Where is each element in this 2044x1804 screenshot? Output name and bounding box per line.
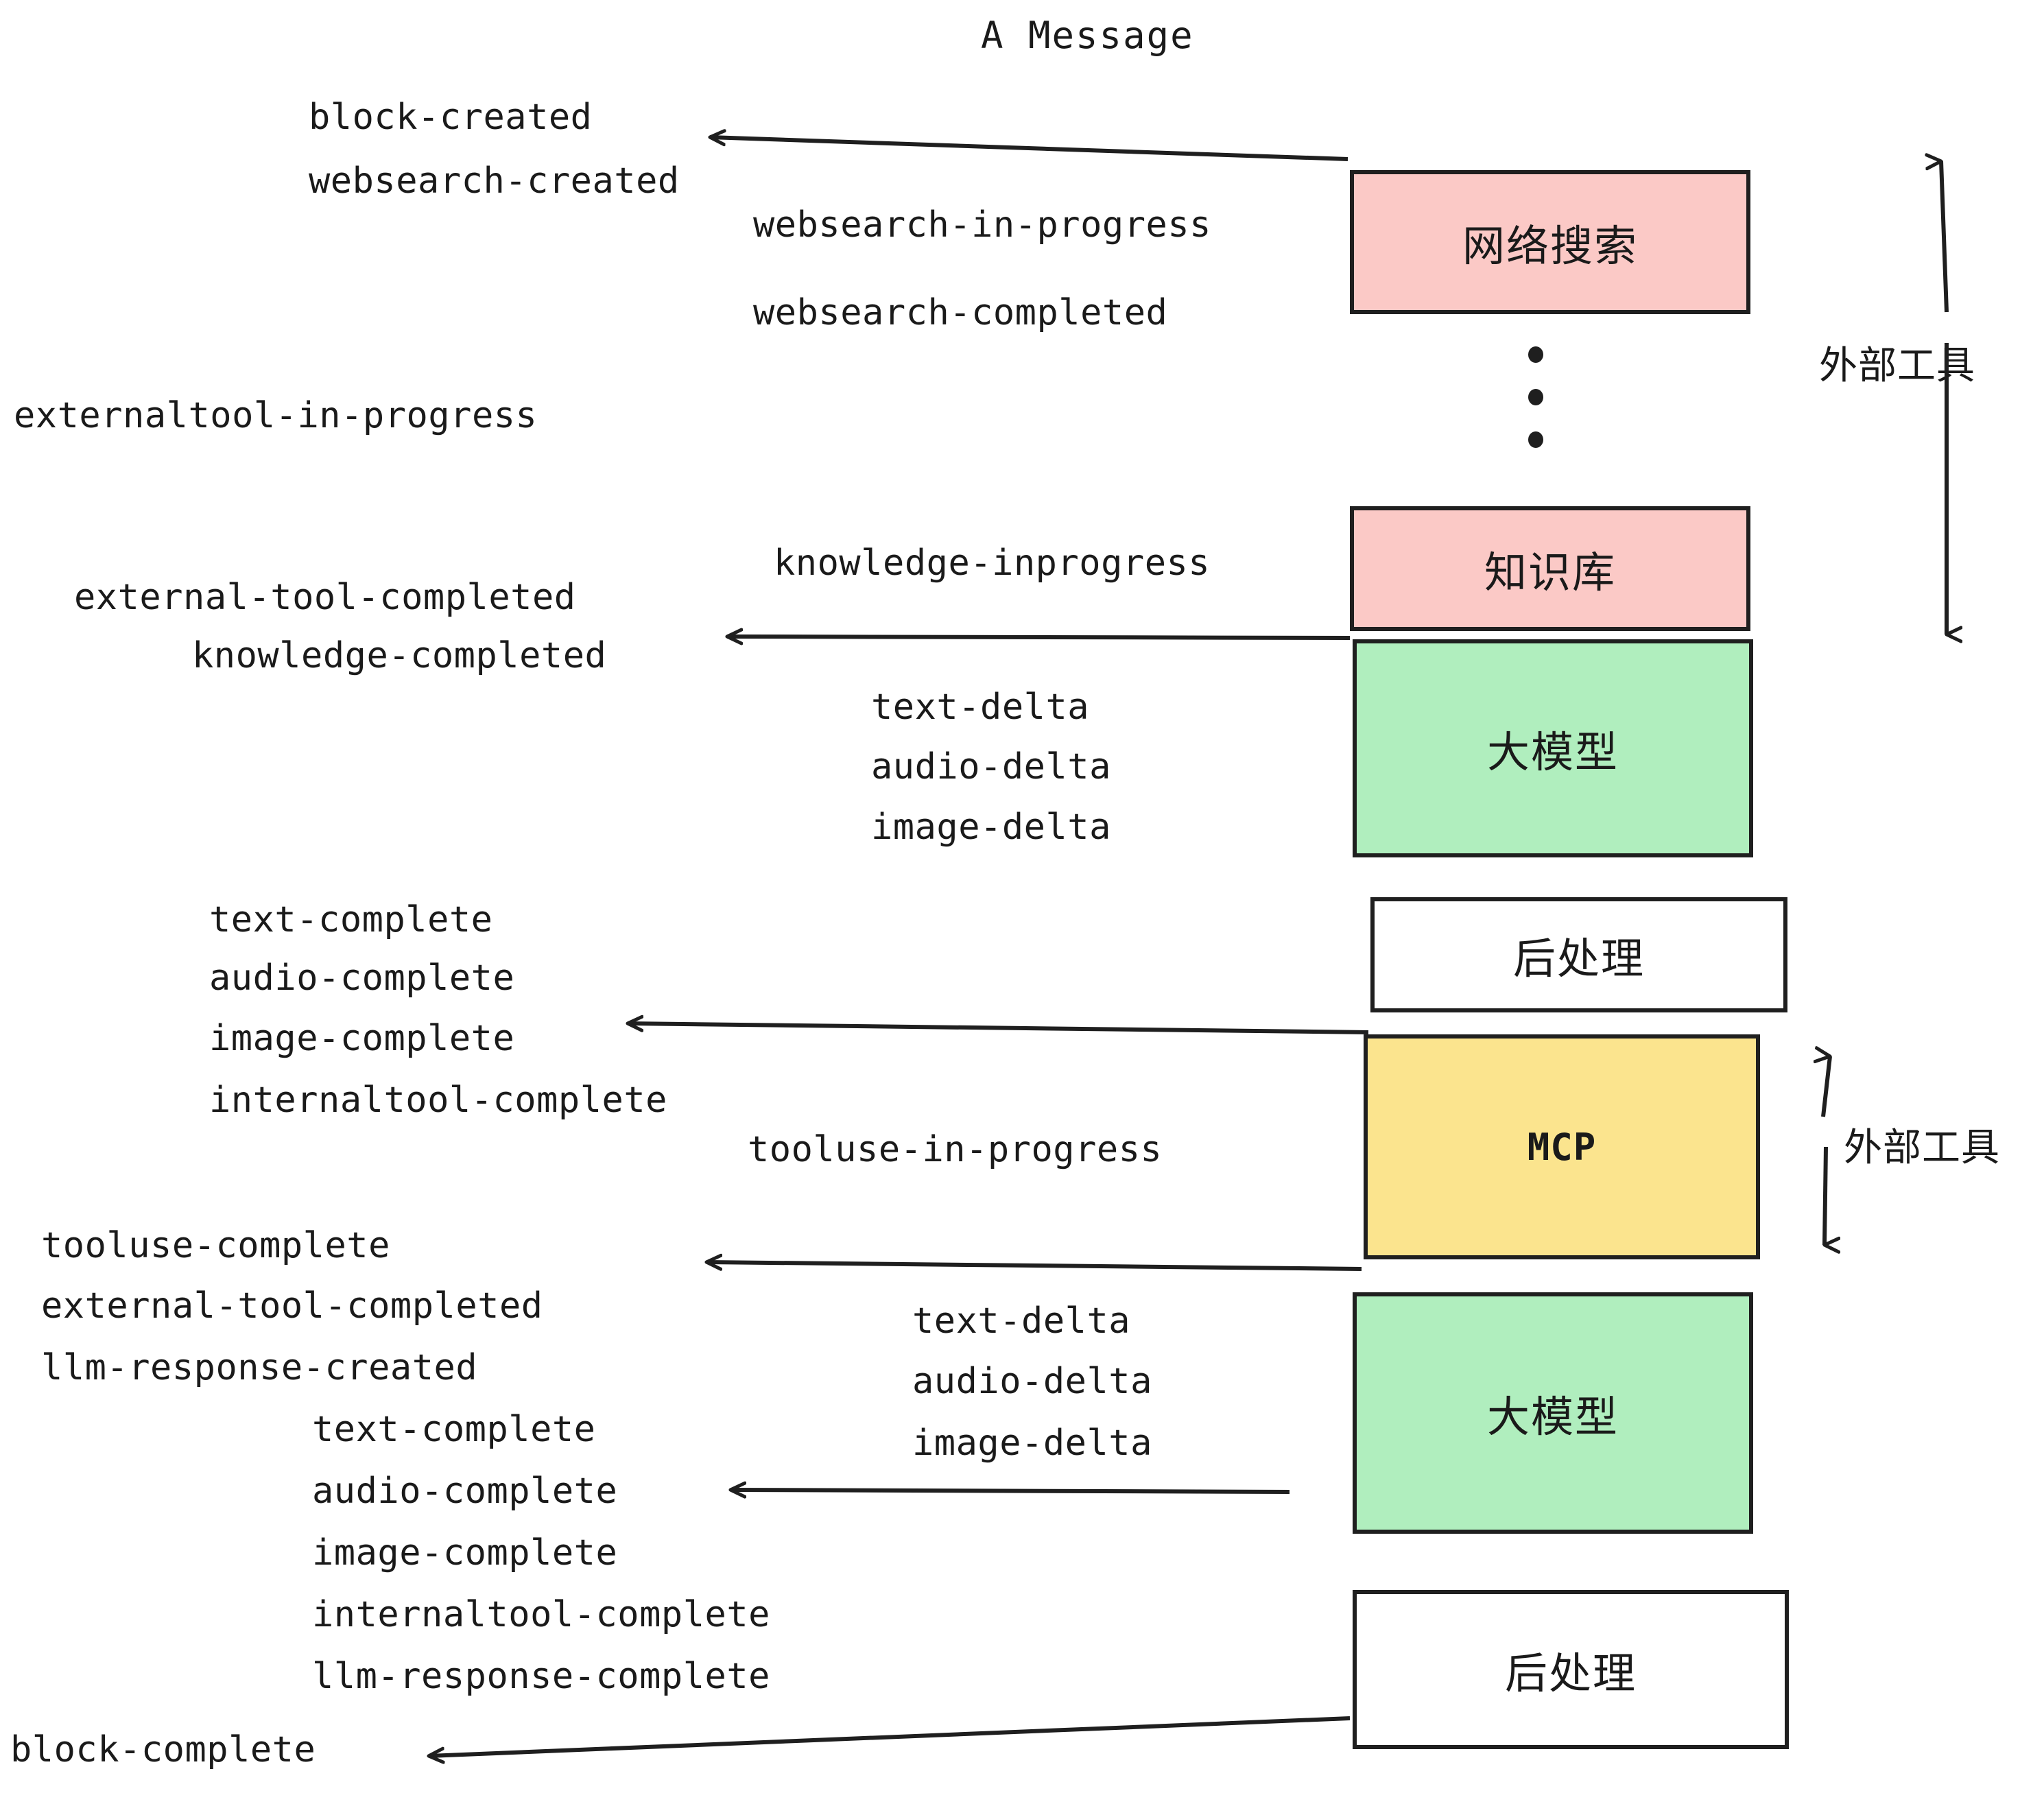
event-label-knowledge-completed: knowledge-completed bbox=[192, 635, 607, 676]
event-label-internaltool-complete-2: internaltool-complete bbox=[312, 1594, 770, 1635]
event-label-llm-response-complete: llm-response-complete bbox=[312, 1656, 770, 1697]
event-label-block-created: block-created bbox=[309, 97, 593, 138]
event-label-websearch-in-progress: websearch-in-progress bbox=[753, 204, 1211, 246]
event-label-knowledge-inprogress: knowledge-inprogress bbox=[774, 543, 1211, 584]
arrow-postprocess-to-block-complete bbox=[429, 1716, 1351, 1756]
event-label-external-tool-completed-1: external-tool-completed bbox=[74, 577, 576, 618]
box-label-websearch: 网络搜索 bbox=[1462, 221, 1638, 271]
event-label-audio-complete-1: audio-complete bbox=[209, 958, 515, 999]
vertical-ellipsis-dots bbox=[1528, 346, 1543, 474]
event-label-text-delta-2: text-delta bbox=[912, 1301, 1131, 1342]
box-llm-2: 大模型 bbox=[1353, 1292, 1753, 1534]
ellipsis-dot bbox=[1528, 389, 1543, 405]
arrow-websearch-to-block-created bbox=[710, 137, 1348, 161]
arrow-external-tool-up-bottom bbox=[1823, 1056, 1832, 1117]
box-knowledge: 知识库 bbox=[1350, 506, 1750, 631]
event-label-image-delta-1: image-delta bbox=[871, 807, 1111, 848]
event-label-externaltool-in-progress: externaltool-in-progress bbox=[14, 395, 538, 436]
event-label-llm-response-created: llm-response-created bbox=[41, 1347, 478, 1388]
box-llm-1: 大模型 bbox=[1353, 639, 1753, 857]
ellipsis-dot bbox=[1528, 431, 1543, 448]
side-label-external-tool-bottom: 外部工具 bbox=[1844, 1126, 2000, 1170]
event-label-audio-delta-2: audio-delta bbox=[912, 1361, 1152, 1402]
event-label-external-tool-completed-2: external-tool-completed bbox=[41, 1285, 543, 1327]
event-label-image-complete-1: image-complete bbox=[209, 1018, 515, 1059]
box-label-mcp: MCP bbox=[1527, 1125, 1597, 1169]
arrow-knowledge-to-completed bbox=[727, 637, 1351, 638]
box-websearch: 网络搜索 bbox=[1350, 170, 1750, 314]
event-label-text-delta-1: text-delta bbox=[871, 687, 1090, 728]
event-label-tooluse-in-progress: tooluse-in-progress bbox=[748, 1129, 1163, 1170]
side-label-external-tool-top: 外部工具 bbox=[1819, 344, 1975, 388]
event-label-image-complete-2: image-complete bbox=[312, 1532, 618, 1574]
page-title: A Message bbox=[981, 14, 1194, 57]
arrow-postprocess-to-image-complete bbox=[628, 1023, 1369, 1034]
event-label-text-complete-1: text-complete bbox=[209, 899, 493, 940]
ellipsis-dot bbox=[1528, 346, 1543, 363]
arrow-external-tool-down-bottom bbox=[1822, 1146, 1826, 1245]
box-label-postprocess-1: 后处理 bbox=[1512, 934, 1645, 984]
event-label-websearch-created: websearch-created bbox=[309, 161, 680, 202]
box-postprocess-2: 后处理 bbox=[1353, 1590, 1789, 1749]
box-label-llm-1: 大模型 bbox=[1486, 727, 1619, 777]
box-mcp: MCP bbox=[1364, 1034, 1760, 1259]
box-label-knowledge: 知识库 bbox=[1484, 547, 1616, 597]
event-label-websearch-completed: websearch-completed bbox=[753, 292, 1168, 333]
event-label-internaltool-complete-1: internaltool-complete bbox=[209, 1080, 667, 1121]
event-label-text-complete-2: text-complete bbox=[312, 1409, 596, 1450]
event-label-audio-delta-1: audio-delta bbox=[871, 746, 1111, 787]
event-label-audio-complete-2: audio-complete bbox=[312, 1471, 618, 1512]
event-label-image-delta-2: image-delta bbox=[912, 1423, 1152, 1464]
event-label-tooluse-complete: tooluse-complete bbox=[41, 1225, 390, 1266]
arrow-llm-to-audio-complete bbox=[730, 1490, 1290, 1492]
event-label-block-complete: block-complete bbox=[10, 1729, 316, 1770]
box-postprocess-1: 后处理 bbox=[1370, 897, 1787, 1012]
arrow-external-tool-up-top bbox=[1941, 161, 1949, 313]
arrow-mcp-to-tooluse-complete bbox=[706, 1262, 1362, 1271]
box-label-llm-2: 大模型 bbox=[1486, 1392, 1619, 1442]
box-label-postprocess-2: 后处理 bbox=[1504, 1648, 1637, 1698]
